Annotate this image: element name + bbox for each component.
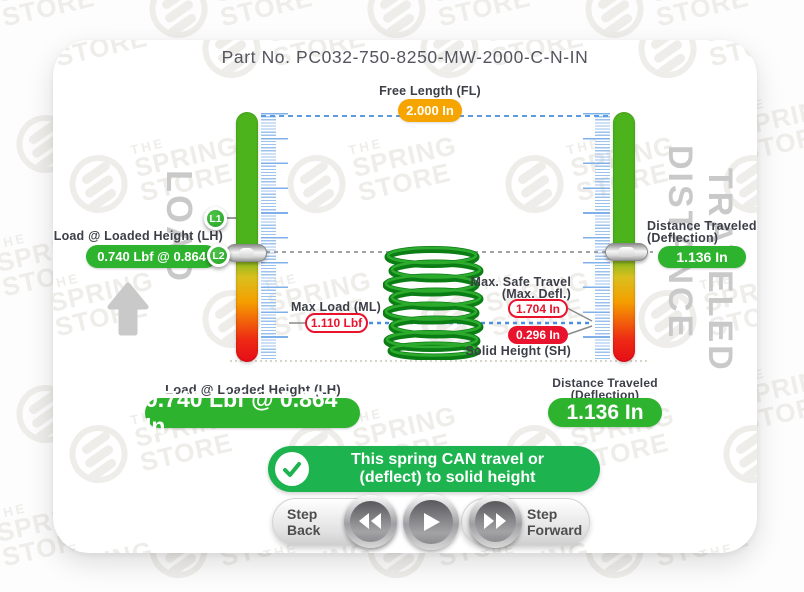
spring-store-logo-icon: [361, 0, 432, 44]
distance-traveled-label-2: (Deflection): [647, 231, 719, 245]
spring-store-logo-icon: [143, 0, 214, 44]
play-button[interactable]: [403, 494, 459, 550]
step-forward-label-line1: Step: [527, 505, 558, 522]
play-icon: [423, 512, 440, 531]
max-load-label: Max Load (ML): [290, 300, 382, 314]
part-number-title: Part No. PC032-750-8250-MW-2000-C-N-IN: [221, 47, 589, 67]
load-slider-handle[interactable]: [226, 244, 267, 262]
free-length-label: Free Length (FL): [379, 84, 481, 98]
step-back-label-line2: Back: [287, 522, 321, 538]
load-at-height-label: Load @ Loaded Height (LH): [53, 229, 223, 243]
step-back-label-line1: Step: [287, 505, 318, 522]
rewind-icon: [359, 513, 382, 530]
check-icon: [275, 452, 309, 486]
max-safe-travel-label-1: Max. Safe Travel: [470, 275, 571, 289]
rewind-button[interactable]: [344, 495, 397, 548]
spring-coil-graphic: [383, 246, 484, 360]
step-forward-label-line2: Forward: [527, 522, 583, 538]
right-ruler: [582, 113, 610, 361]
l1-marker[interactable]: L1: [204, 207, 227, 230]
spring-store-logo-icon: [579, 0, 650, 44]
status-banner-text: This spring CAN travel or (deflect) to s…: [309, 451, 600, 487]
load-gradient-bar: [236, 112, 258, 362]
result-load-label: Load @ Loaded Height (LH): [165, 382, 341, 397]
load-at-height-badge: 0.740 Lbf @ 0.864: [86, 245, 217, 268]
free-length-badge: 2.000 In: [398, 99, 462, 122]
status-line-1: This spring CAN travel or: [351, 450, 544, 468]
result-load-badge: 0.740 Lbf @ 0.864 In: [145, 386, 360, 439]
max-safe-travel-label-2: (Max. Defl.): [501, 287, 571, 301]
simulator-card: THESPRINGSTORETHESPRINGSTORETHESPRINGSTO…: [53, 40, 757, 553]
up-arrow-icon: [107, 282, 149, 336]
max-safe-travel-badge: 1.704 In: [508, 299, 568, 318]
l2-marker[interactable]: L2: [207, 244, 230, 267]
result-distance-label-1: Distance Traveled: [552, 376, 658, 390]
step-forward-label: Step Forward: [527, 506, 582, 538]
traveled-watermark: TRAVELED: [701, 168, 739, 373]
distance-traveled-label-1: Distance Traveled: [647, 219, 757, 233]
distance-traveled-badge: 1.136 In: [658, 246, 746, 268]
deflection-slider-handle[interactable]: [605, 243, 648, 261]
fast-forward-icon: [484, 513, 507, 530]
status-banner: This spring CAN travel or (deflect) to s…: [268, 446, 600, 492]
deflection-gradient-bar: [613, 112, 635, 362]
remaining-to-solid-badge: 0.296 In: [508, 326, 568, 344]
status-line-2: (deflect) to solid height: [359, 469, 536, 486]
diagram-stage: Part No. PC032-750-8250-MW-2000-C-N-IN F…: [53, 40, 757, 553]
max-load-badge: 1.110 Lbf: [305, 313, 368, 333]
result-distance-badge: 1.136 In: [548, 398, 662, 427]
step-back-label: Step Back: [287, 506, 320, 538]
fast-forward-button[interactable]: [469, 495, 522, 548]
solid-height-label: Solid Height (SH): [465, 344, 571, 358]
